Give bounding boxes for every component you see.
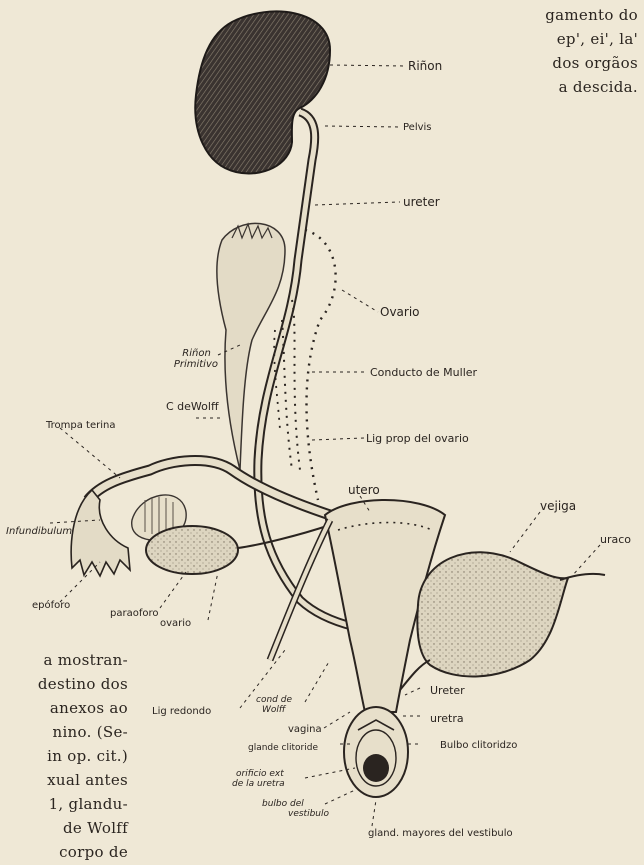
leader-lines: [50, 65, 600, 826]
label-lig-redondo: Lig redondo: [152, 706, 211, 717]
anatomy-diagram: Riñon Pelvis ureter Ovario Riñon Primiti…: [0, 0, 644, 842]
label-rinon-primitivo: Riñon Primitivo: [174, 348, 218, 370]
label-conducto-muller: Conducto de Muller: [370, 366, 478, 379]
label-uraco: uraco: [600, 533, 631, 546]
label-vagina: vagina: [288, 724, 322, 735]
muller-duct-dotted: [305, 230, 336, 500]
label-orificio: orificio ext de la uretra: [232, 769, 287, 789]
ovary-shape: [146, 526, 238, 574]
label-paraoforo: paraoforo: [110, 608, 158, 619]
label-bulbo-clitorideo: Bulbo clitoridzo: [440, 740, 517, 751]
label-utero: utero: [348, 483, 380, 497]
label-ureter-top: ureter: [403, 195, 440, 209]
label-gland-clitorideo: glande clitoride: [248, 743, 318, 753]
label-uretra: uretra: [430, 712, 464, 725]
label-vejiga: vejiga: [540, 499, 576, 513]
label-trompa: Trompa terina: [45, 420, 115, 431]
label-lig-prop: Lig prop del ovario: [366, 432, 469, 445]
label-rinon: Riñon: [408, 59, 442, 73]
label-ovario-low: ovario: [160, 618, 191, 629]
label-ovario-right: Ovario: [380, 305, 420, 319]
bladder-shape: [417, 552, 568, 676]
label-gland-mayores: gland. mayores del vestibulo: [368, 828, 513, 839]
label-cond-wolff: cond de Wolff: [256, 695, 295, 715]
label-pelvis: Pelvis: [403, 122, 432, 133]
label-bulbo-vestibulo: bulbo del vestibulo: [262, 799, 329, 819]
label-ureter-low: Ureter: [430, 684, 465, 697]
infundibulum-shape: [71, 490, 130, 576]
text-line: corpo de: [59, 840, 128, 865]
label-infundibulum: Infundibulum: [6, 526, 72, 537]
label-c-wolff: C deWolff: [166, 400, 219, 413]
fallopian-tube-shape: [88, 461, 330, 515]
label-epoforo: epóforo: [32, 599, 70, 611]
